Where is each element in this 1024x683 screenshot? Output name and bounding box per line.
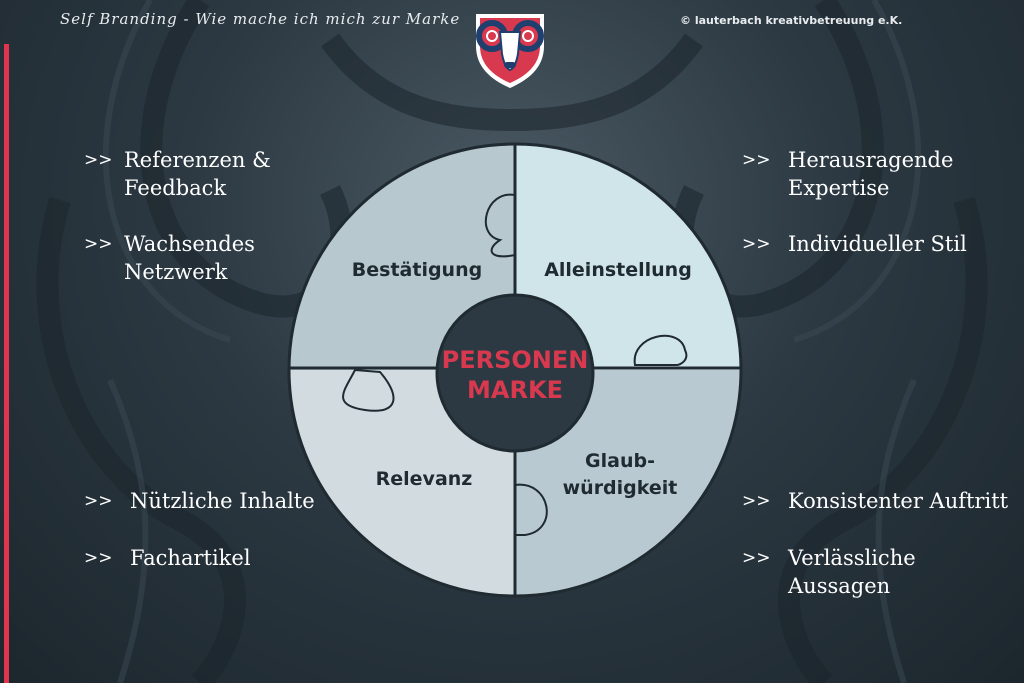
bullet-marker: >>: [742, 491, 771, 511]
segment-label-glaub: Glaub-: [585, 450, 655, 472]
bullet-text: Konsistenter Auftritt: [788, 489, 1009, 513]
bullet-item: >> Herausragende Expertise: [742, 146, 953, 202]
bullet-marker: >>: [84, 234, 113, 254]
segment-label-alleinstellung: Alleinstellung: [544, 259, 692, 281]
center-label-line1: PERSONEN: [442, 346, 589, 374]
bullet-item: >> Wachsendes Netzwerk: [84, 230, 255, 286]
bullet-marker: >>: [742, 150, 771, 170]
center-label-line2: MARKE: [467, 376, 563, 404]
segment-label-bestaetigung: Bestätigung: [352, 259, 482, 281]
bullet-item: >> Konsistenter Auftritt: [742, 487, 1008, 515]
bullet-item: >> Verlässliche Aussagen: [742, 544, 1024, 600]
bullet-text: Verlässliche Aussagen: [788, 546, 916, 598]
accent-bar: [4, 44, 9, 683]
bullet-text: Referenzen & Feedback: [124, 148, 271, 200]
bullet-text: Nützliche Inhalte: [130, 489, 315, 513]
bullet-text: Herausragende Expertise: [788, 148, 954, 200]
bullet-item: >> Individueller Stil: [742, 230, 967, 258]
puzzle-tab-bottom: [514, 483, 548, 536]
copyright-text: © lauterbach kreativbetreuung e.K.: [680, 14, 903, 27]
bullet-marker: >>: [742, 548, 771, 568]
bullet-text: Individueller Stil: [788, 232, 967, 256]
ram-head-shield-icon: [476, 14, 544, 88]
puzzle-circle-diagram: Bestätigung Alleinstellung Relevanz Glau…: [287, 142, 743, 598]
center-circle: [435, 293, 595, 453]
bullet-text: Fachartikel: [130, 546, 251, 570]
segment-label-relevanz: Relevanz: [376, 468, 473, 490]
segment-label-wuerdigkeit: würdigkeit: [563, 477, 678, 499]
puzzle-tab-top: [484, 193, 516, 258]
bullet-marker: >>: [84, 548, 113, 568]
bullet-marker: >>: [84, 491, 113, 511]
bullet-marker: >>: [84, 150, 113, 170]
header-script-title: Self Branding - Wie mache ich mich zur M…: [60, 10, 461, 28]
bullet-text: Wachsendes Netzwerk: [124, 232, 255, 284]
puzzle-tab-left: [342, 368, 395, 412]
bullet-marker: >>: [742, 234, 771, 254]
bullet-item: >> Fachartikel: [84, 544, 251, 572]
bullet-item: >> Referenzen & Feedback: [84, 146, 271, 202]
puzzle-tab-right: [633, 334, 688, 366]
bullet-item: >> Nützliche Inhalte: [84, 487, 315, 515]
diagram-outline: [287, 142, 743, 598]
